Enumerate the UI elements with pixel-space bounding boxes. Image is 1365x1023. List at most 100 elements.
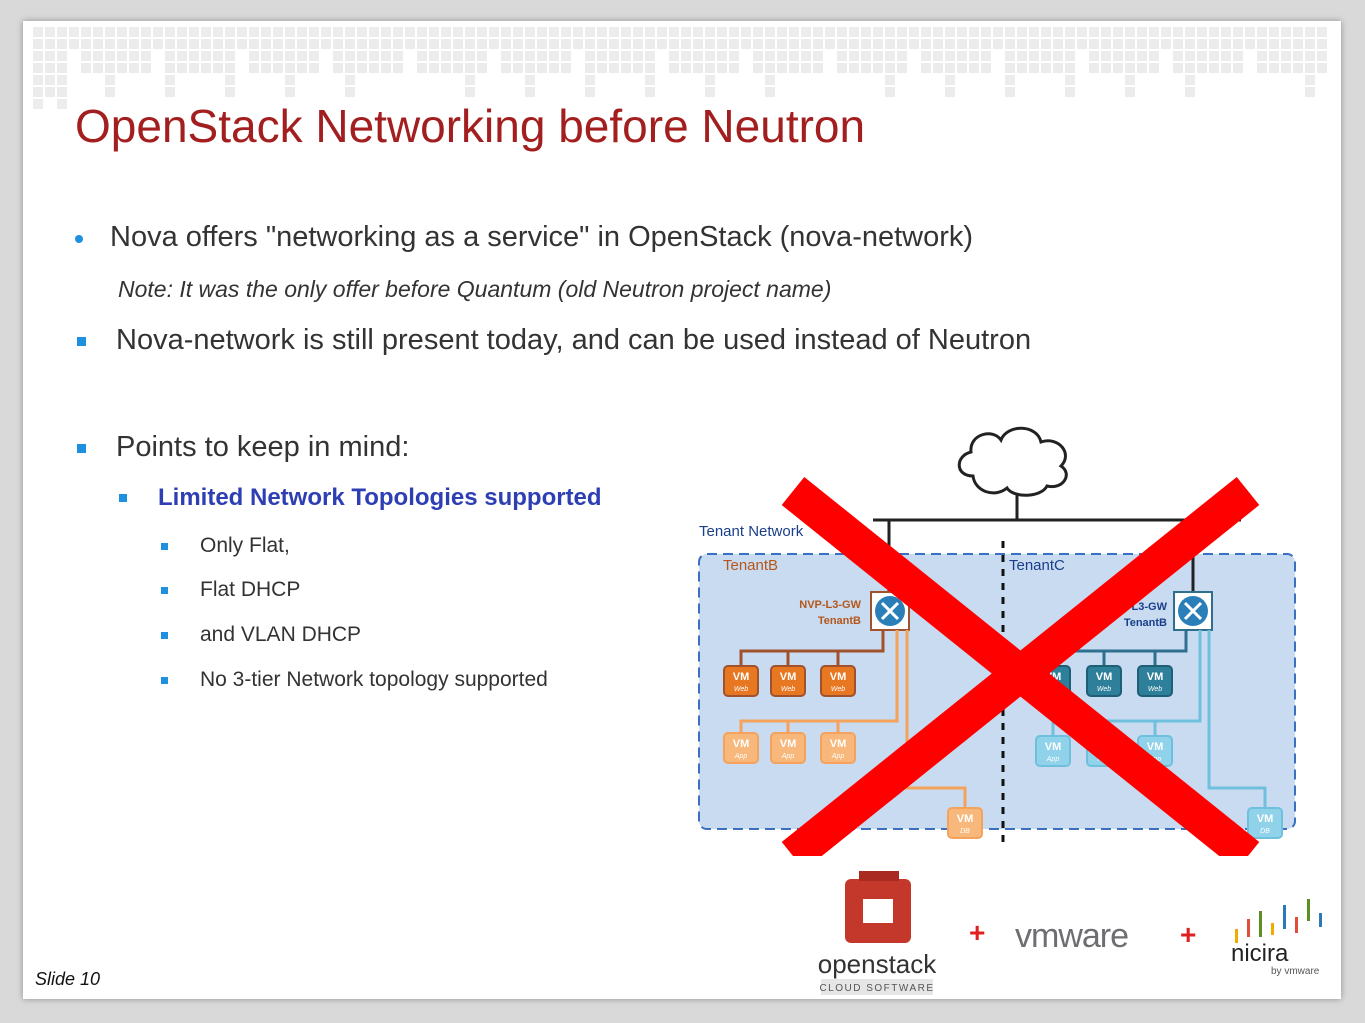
pattern-pixel (453, 27, 463, 37)
pattern-pixel (129, 63, 139, 73)
pattern-pixel (261, 63, 271, 73)
slide-number: Slide 10 (35, 969, 101, 989)
plus-sign: + (969, 917, 986, 948)
pattern-pixel (57, 63, 67, 73)
pattern-pixel (1257, 39, 1267, 49)
pattern-pixel (1053, 39, 1063, 49)
pattern-pixel (1089, 39, 1099, 49)
pattern-pixel (693, 27, 703, 37)
pattern-pixel (945, 75, 955, 85)
pattern-pixel (957, 27, 967, 37)
pattern-pixel (249, 27, 259, 37)
pattern-pixel (1185, 51, 1195, 61)
pattern-pixel (345, 27, 355, 37)
pattern-pixel (381, 39, 391, 49)
pattern-pixel (1053, 27, 1063, 37)
pattern-pixel (57, 87, 67, 97)
pattern-pixel (921, 63, 931, 73)
pattern-pixel (1173, 63, 1183, 73)
pattern-pixel (321, 39, 331, 49)
pattern-pixel (873, 51, 883, 61)
pattern-pixel (657, 27, 667, 37)
pattern-pixel (57, 75, 67, 85)
pattern-pixel (597, 27, 607, 37)
bullet-dot (75, 235, 83, 243)
pattern-pixel (153, 39, 163, 49)
pattern-pixel (225, 51, 235, 61)
pattern-pixel (453, 51, 463, 61)
pattern-pixel (537, 39, 547, 49)
pattern-pixel (189, 63, 199, 73)
pattern-pixel (1137, 27, 1147, 37)
pattern-pixel (1317, 63, 1327, 73)
pattern-pixel (609, 63, 619, 73)
pattern-pixel (441, 39, 451, 49)
pattern-pixel (369, 51, 379, 61)
pattern-pixel (489, 39, 499, 49)
pattern-pixel (225, 75, 235, 85)
vm-role-label: App (831, 753, 845, 760)
bullet-square (161, 543, 168, 550)
pattern-pixel (393, 39, 403, 49)
pattern-pixel (1053, 63, 1063, 73)
pattern-pixel (813, 51, 823, 61)
pattern-pixel (1185, 39, 1195, 49)
vm-role-label: Web (781, 686, 795, 693)
bullet-square (161, 587, 168, 594)
pattern-pixel (141, 63, 151, 73)
pattern-pixel (633, 51, 643, 61)
pattern-pixel (1029, 63, 1039, 73)
pattern-pixel (1041, 63, 1051, 73)
pattern-pixel (1197, 63, 1207, 73)
vm-label: VM (1257, 813, 1274, 825)
pattern-pixel (129, 51, 139, 61)
pattern-pixel (801, 39, 811, 49)
pattern-pixel (609, 51, 619, 61)
pattern-pixel (1221, 39, 1231, 49)
pattern-pixel (189, 39, 199, 49)
slide: OpenStack Networking before Neutron Nova… (23, 21, 1341, 999)
pattern-pixel (861, 63, 871, 73)
pattern-pixel (81, 63, 91, 73)
pattern-pixel (837, 63, 847, 73)
pattern-pixel (525, 39, 535, 49)
pattern-pixel (969, 27, 979, 37)
vm-label: VM (780, 671, 797, 683)
pattern-pixel (1245, 27, 1255, 37)
pattern-pixel (525, 51, 535, 61)
pattern-pixel (885, 63, 895, 73)
pattern-pixel (237, 39, 247, 49)
pattern-pixel (93, 63, 103, 73)
pattern-pixel (1305, 63, 1315, 73)
pattern-pixel (573, 39, 583, 49)
pattern-pixel (117, 63, 127, 73)
pattern-pixel (393, 51, 403, 61)
pattern-pixel (729, 63, 739, 73)
pattern-pixel (273, 39, 283, 49)
pattern-pixel (177, 27, 187, 37)
pattern-pixel (1221, 27, 1231, 37)
item-flat-dhcp: Flat DHCP (200, 578, 301, 601)
pattern-pixel (489, 27, 499, 37)
pattern-pixel (393, 27, 403, 37)
pattern-pixel (645, 27, 655, 37)
pattern-pixel (1293, 63, 1303, 73)
pattern-pixel (1029, 39, 1039, 49)
pattern-pixel (45, 63, 55, 73)
note-text: Note: It was the only offer before Quant… (118, 276, 832, 302)
pattern-pixel (465, 27, 475, 37)
pattern-pixel (957, 51, 967, 61)
pattern-pixel (585, 75, 595, 85)
pattern-pixel (837, 27, 847, 37)
pattern-pixel (249, 39, 259, 49)
nicira-subtitle: by vmware (1271, 966, 1320, 977)
pattern-pixel (429, 27, 439, 37)
pattern-pixel (1281, 27, 1291, 37)
pattern-pixel (885, 39, 895, 49)
nicira-bar (1271, 923, 1274, 935)
pattern-pixel (1221, 63, 1231, 73)
